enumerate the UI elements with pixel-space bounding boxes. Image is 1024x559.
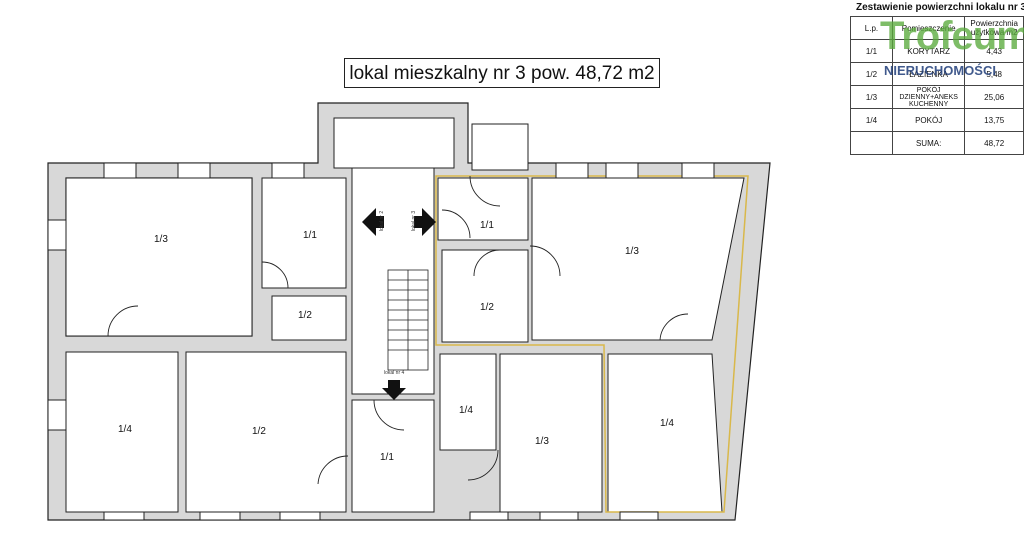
table-header-row: L.p. Pomieszczenie Powierzchnia użytkowa… xyxy=(850,16,1024,40)
header-cell: Pomieszczenie xyxy=(891,16,966,40)
windows xyxy=(47,162,715,521)
table-row: 1/4 POKÓJ 13,75 xyxy=(850,108,1024,132)
room-label: 1/1 xyxy=(380,452,394,463)
summary-title: Zestawienie powierzchni lokalu nr 3 xyxy=(856,2,1024,13)
header-cell: Powierzchnia użytkowa m2 xyxy=(964,16,1024,40)
room-label: 1/2 xyxy=(298,310,312,321)
room-label: 1/2 xyxy=(252,426,266,437)
table-row: 1/3 POKÓJ DZIENNY+ANEKS KUCHENNY 25,06 xyxy=(850,85,1024,109)
header-cell: L.p. xyxy=(850,16,893,40)
row-no: 1/4 xyxy=(850,108,893,132)
row-no: 1/3 xyxy=(850,85,893,109)
room-interiors xyxy=(65,117,745,513)
table-row: 1/1 KORYTARZ 4,43 xyxy=(850,39,1024,63)
total-label: SUMA: xyxy=(891,131,966,155)
room-label: 1/3 xyxy=(154,234,168,245)
staircase xyxy=(387,269,429,371)
room-label: 1/4 xyxy=(118,424,132,435)
table-row: 1/2 ŁAZIENKA 5,48 xyxy=(850,62,1024,86)
annotation-right-arrow: lokal nr 3 xyxy=(411,210,418,232)
area-summary: Zestawienie powierzchni lokalu nr 3 L.p.… xyxy=(850,0,1024,155)
row-name: POKÓJ DZIENNY+ANEKS KUCHENNY xyxy=(891,85,966,109)
row-area: 4,43 xyxy=(964,39,1024,63)
room-label: 1/3 xyxy=(625,246,639,257)
room-label: 1/4 xyxy=(459,405,473,416)
row-area: 25,06 xyxy=(964,85,1024,109)
table-total-row: SUMA: 48,72 xyxy=(850,131,1024,155)
row-name: ŁAZIENKA xyxy=(891,62,966,86)
entrance-arrows xyxy=(362,208,436,400)
room-label: 1/3 xyxy=(535,436,549,447)
annotation-left-arrow: lokal nr 2 xyxy=(379,210,386,232)
total-value: 48,72 xyxy=(964,131,1024,155)
room-label: 1/4 xyxy=(660,418,674,429)
room-label: 1/1 xyxy=(303,230,317,241)
unit-outline xyxy=(435,175,749,513)
summary-table: L.p. Pomieszczenie Powierzchnia użytkowa… xyxy=(850,16,1024,155)
unit-title: lokal mieszkalny nr 3 pow. 48,72 m2 xyxy=(344,58,660,88)
row-area: 13,75 xyxy=(964,108,1024,132)
door-swings xyxy=(107,175,689,485)
annotation-lokal-4: lokal nr 4 xyxy=(384,370,405,376)
room-label: 1/2 xyxy=(480,302,494,313)
brand-watermark: Trofeum xyxy=(880,14,1024,58)
brand-watermark-sub: NIERUCHOMOŚCI xyxy=(884,63,996,78)
room-label: 1/1 xyxy=(480,220,494,231)
row-name: POKÓJ xyxy=(891,108,966,132)
